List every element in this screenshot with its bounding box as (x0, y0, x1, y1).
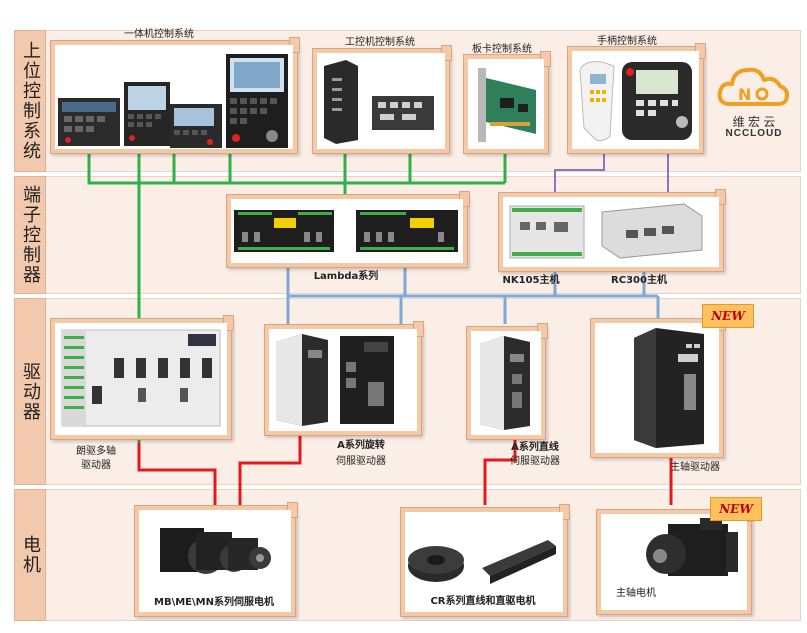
caption-cr-motor: CR系列直线和直驱电机 (430, 596, 536, 607)
logo-cn-text: 维 宏 云 (732, 115, 776, 129)
spindle-motor-image (646, 518, 738, 576)
caption-handheld: 手柄控制系统 (597, 36, 657, 47)
caption-lambda: Lambda系列 (313, 271, 379, 282)
logo-en-text: NCCLOUD (725, 128, 783, 139)
red-cables (137, 430, 673, 505)
board-card-image (478, 68, 536, 142)
caption-multi-axis-l1: 朗驱多轴 (76, 446, 116, 457)
row-label-driver: 驱动器 (14, 298, 46, 485)
spindle-driver-image (634, 328, 704, 448)
blue-bus (286, 266, 660, 324)
cr-motors-image (408, 540, 556, 584)
caption-rc300: RC300主机 (611, 275, 667, 286)
row-label-motor: 电机 (14, 489, 46, 621)
all-in-one-controllers-image (58, 54, 288, 148)
caption-a-linear-l1: A系列直线 (511, 442, 559, 453)
a-rotary-driver-image (276, 334, 394, 426)
row-label-terminal: 端子控制器 (14, 176, 46, 294)
caption-a-rotary-l1: A系列旋转 (337, 440, 385, 451)
lambda-controllers-image (234, 210, 458, 252)
ipc-image (324, 60, 434, 144)
a-linear-driver-image (480, 336, 530, 430)
new-badge-spindle-driver: NEW (702, 304, 754, 328)
multi-axis-driver-image (61, 329, 221, 427)
servo-motors-image (160, 528, 271, 574)
caption-all-in-one: 一体机控制系统 (124, 29, 194, 40)
handheld-pendants-image (579, 61, 692, 141)
caption-nk105: NK105主机 (502, 275, 560, 286)
purple-bus (554, 150, 669, 196)
caption-board: 板卡控制系统 (472, 44, 532, 55)
caption-servo-motor: MB\ME\MN系列伺服电机 (154, 597, 274, 608)
caption-spindle-driver: 主轴驱动器 (670, 462, 720, 473)
caption-a-rotary-l2: 伺服驱动器 (336, 456, 386, 467)
caption-multi-axis-l2: 驱动器 (81, 460, 111, 471)
svg-text:N: N (738, 85, 751, 104)
nccloud-logo-icon: N (717, 67, 790, 106)
nk105-rc300-image (509, 203, 703, 259)
caption-spindle-motor: 主轴电机 (616, 588, 656, 599)
caption-a-linear-l2: 伺服驱动器 (510, 456, 560, 467)
new-badge-spindle-motor: NEW (710, 497, 762, 521)
caption-ipc: 工控机控制系统 (345, 37, 415, 48)
row-label-upper: 上位控制系统 (14, 30, 46, 172)
